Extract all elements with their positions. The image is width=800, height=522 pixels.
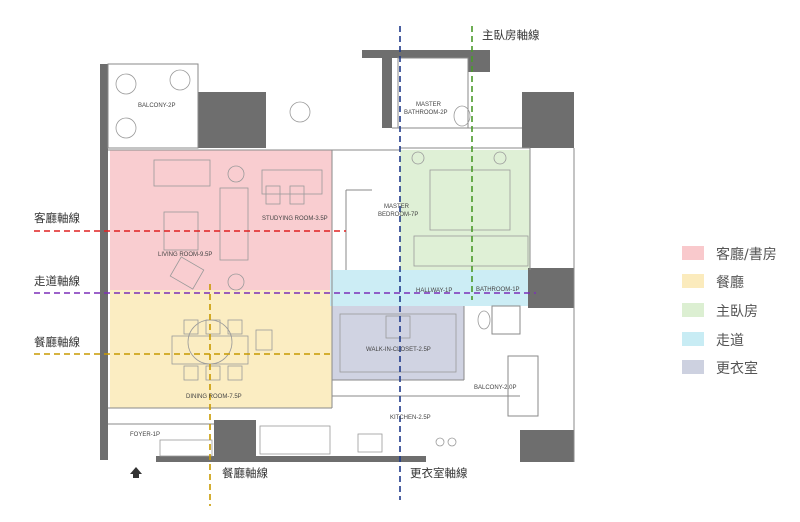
- room-label-kitchen: KITCHEN-2.5P: [390, 415, 431, 421]
- legend-label-closet: 更衣室: [716, 360, 758, 377]
- axis-label-dining-left: 餐廳軸線: [34, 335, 80, 349]
- entrance-arrow-icon: [130, 467, 142, 478]
- legend-swatch-closet: [682, 360, 704, 374]
- room-label-dining: DINING ROOM-7.5P: [186, 394, 242, 400]
- legend: 客廳/書房 餐廳 主臥房 走道 更衣室: [682, 246, 777, 377]
- axis-label-hallway: 走道軸線: [34, 274, 80, 288]
- zone-dining: [110, 290, 332, 408]
- legend-label-living: 客廳/書房: [716, 246, 777, 263]
- legend-swatch-dining: [682, 274, 704, 288]
- legend-label-hallway: 走道: [716, 333, 744, 349]
- zone-bedroom: [400, 150, 530, 270]
- legend-swatch-living: [682, 246, 704, 260]
- axis-lines: [34, 26, 536, 506]
- axis-labels: 主臥房軸線 客廳軸線 走道軸線 餐廳軸線 餐廳軸線 更衣室軸線: [34, 28, 540, 480]
- axis-label-dining-bottom: 餐廳軸線: [222, 466, 268, 480]
- zone-hallway: [330, 270, 530, 306]
- room-label-balcony-right: BALCONY-2.0P: [474, 385, 516, 391]
- legend-label-dining: 餐廳: [716, 274, 744, 291]
- legend-label-bedroom: 主臥房: [716, 304, 758, 320]
- room-label-living: LIVING ROOM-9.5P: [158, 252, 212, 258]
- room-labels: BALCONY-2P MASTER BATHROOM-2P STUDYING R…: [130, 102, 520, 438]
- walls: [100, 50, 574, 462]
- room-label-master-bath-2: BATHROOM-2P: [404, 110, 448, 116]
- room-label-bathroom: BATHROOM-1P: [476, 287, 520, 293]
- room-label-closet: WALK-IN-CLOSET-2.5P: [366, 347, 431, 353]
- furniture: [115, 69, 529, 457]
- room-label-foyer: FOYER-1P: [130, 432, 160, 438]
- legend-swatch-bedroom: [682, 303, 704, 317]
- zone-closet: [332, 306, 464, 380]
- interior-lines: [107, 57, 575, 462]
- zone-living: [110, 150, 332, 290]
- room-label-studying: STUDYING ROOM-3.5P: [262, 216, 328, 222]
- axis-label-master-bedroom: 主臥房軸線: [482, 28, 540, 42]
- room-label-balcony-top: BALCONY-2P: [138, 103, 175, 109]
- axis-label-living: 客廳軸線: [34, 211, 80, 225]
- legend-swatch-hallway: [682, 332, 704, 346]
- room-label-master-bath-1: MASTER: [416, 102, 442, 108]
- axis-label-closet: 更衣室軸線: [410, 466, 468, 480]
- room-label-master-bed-2: BEDROOM-7P: [378, 212, 418, 218]
- room-label-hallway: HALLWAY-1P: [416, 288, 452, 294]
- room-label-master-bed-1: MASTER: [384, 204, 410, 210]
